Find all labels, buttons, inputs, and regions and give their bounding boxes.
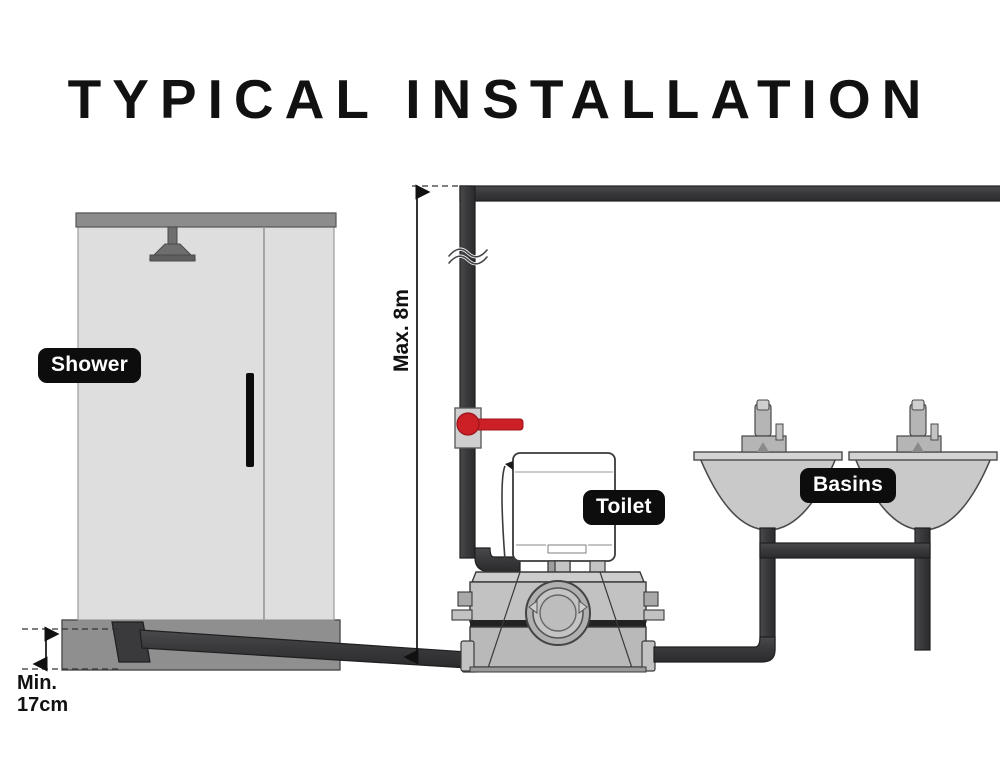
door-handle-icon xyxy=(246,373,254,467)
basin-waste-to-pump xyxy=(653,636,776,663)
dimension-label-max-head: Max. 8m xyxy=(390,289,413,372)
basin-right-rim xyxy=(848,451,998,461)
label-basins: Basins xyxy=(800,468,897,503)
label-shower: Shower xyxy=(38,348,142,383)
basin-left-rim xyxy=(693,451,843,461)
min-height-line-2: 17cm xyxy=(17,694,69,717)
dimension-min-height xyxy=(22,626,120,672)
basin-right xyxy=(848,399,998,531)
shower-head-icon xyxy=(148,226,197,262)
page-title: TYPICAL INSTALLATION xyxy=(67,68,933,130)
shower-top-frame xyxy=(75,212,337,228)
basin-left xyxy=(693,399,843,531)
pump-inlet-left xyxy=(460,640,475,672)
pipe-break-symbol-icon xyxy=(447,247,489,266)
basin-right-tap xyxy=(896,399,942,453)
discharge-pipe-horizontal xyxy=(459,185,1000,202)
dimension-label-min-height: Min. 17cm xyxy=(17,672,68,717)
basin-left-tap xyxy=(741,399,787,453)
ball-valve-icon[interactable] xyxy=(454,407,524,449)
discharge-pipe-elbow-bottom xyxy=(474,547,521,573)
min-height-line-1: Min. xyxy=(17,672,57,694)
shower-glass-side-panel xyxy=(263,212,335,621)
shower-glass-door xyxy=(77,212,265,621)
cistern-flush-plate xyxy=(547,544,587,554)
basin-cross-connector xyxy=(759,542,931,559)
basin-waste-pipe xyxy=(653,527,931,663)
label-toilet: Toilet xyxy=(583,490,665,525)
shower-enclosure xyxy=(61,212,341,671)
macerator-pump-unit xyxy=(451,571,665,673)
discharge-pipe-riser xyxy=(459,185,476,559)
